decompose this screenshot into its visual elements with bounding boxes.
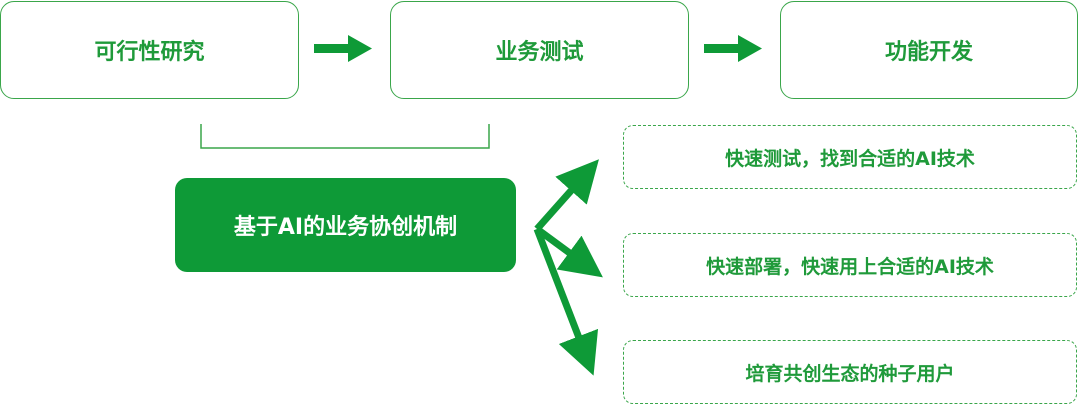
core-mechanism-box: 基于AI的业务协创机制 <box>175 178 516 272</box>
core-label: 基于AI的业务协创机制 <box>233 215 458 240</box>
stage-feature-development: 功能开发 <box>780 1 1078 99</box>
outcome-fast-deployment: 快速部署，快速用上合适的AI技术 <box>623 233 1077 297</box>
stage-business-testing: 业务测试 <box>390 1 689 99</box>
arrow-stage-2-to-3 <box>704 35 762 62</box>
outcome-label: 快速测试，找到合适的AI技术 <box>725 147 975 170</box>
stage-label: 功能开发 <box>884 40 973 65</box>
outcome-seed-users: 培育共创生态的种子用户 <box>623 340 1077 404</box>
outcome-label: 培育共创生态的种子用户 <box>745 362 955 385</box>
bracket <box>200 124 490 149</box>
stage-label: 可行性研究 <box>94 40 205 65</box>
outcome-fast-testing: 快速测试，找到合适的AI技术 <box>623 125 1077 189</box>
stage-feasibility-research: 可行性研究 <box>0 1 299 99</box>
stage-label: 业务测试 <box>495 40 584 65</box>
arrow-stage-1-to-2 <box>314 35 372 62</box>
fan-arrows <box>533 159 603 376</box>
outcome-label: 快速部署，快速用上合适的AI技术 <box>706 255 994 278</box>
